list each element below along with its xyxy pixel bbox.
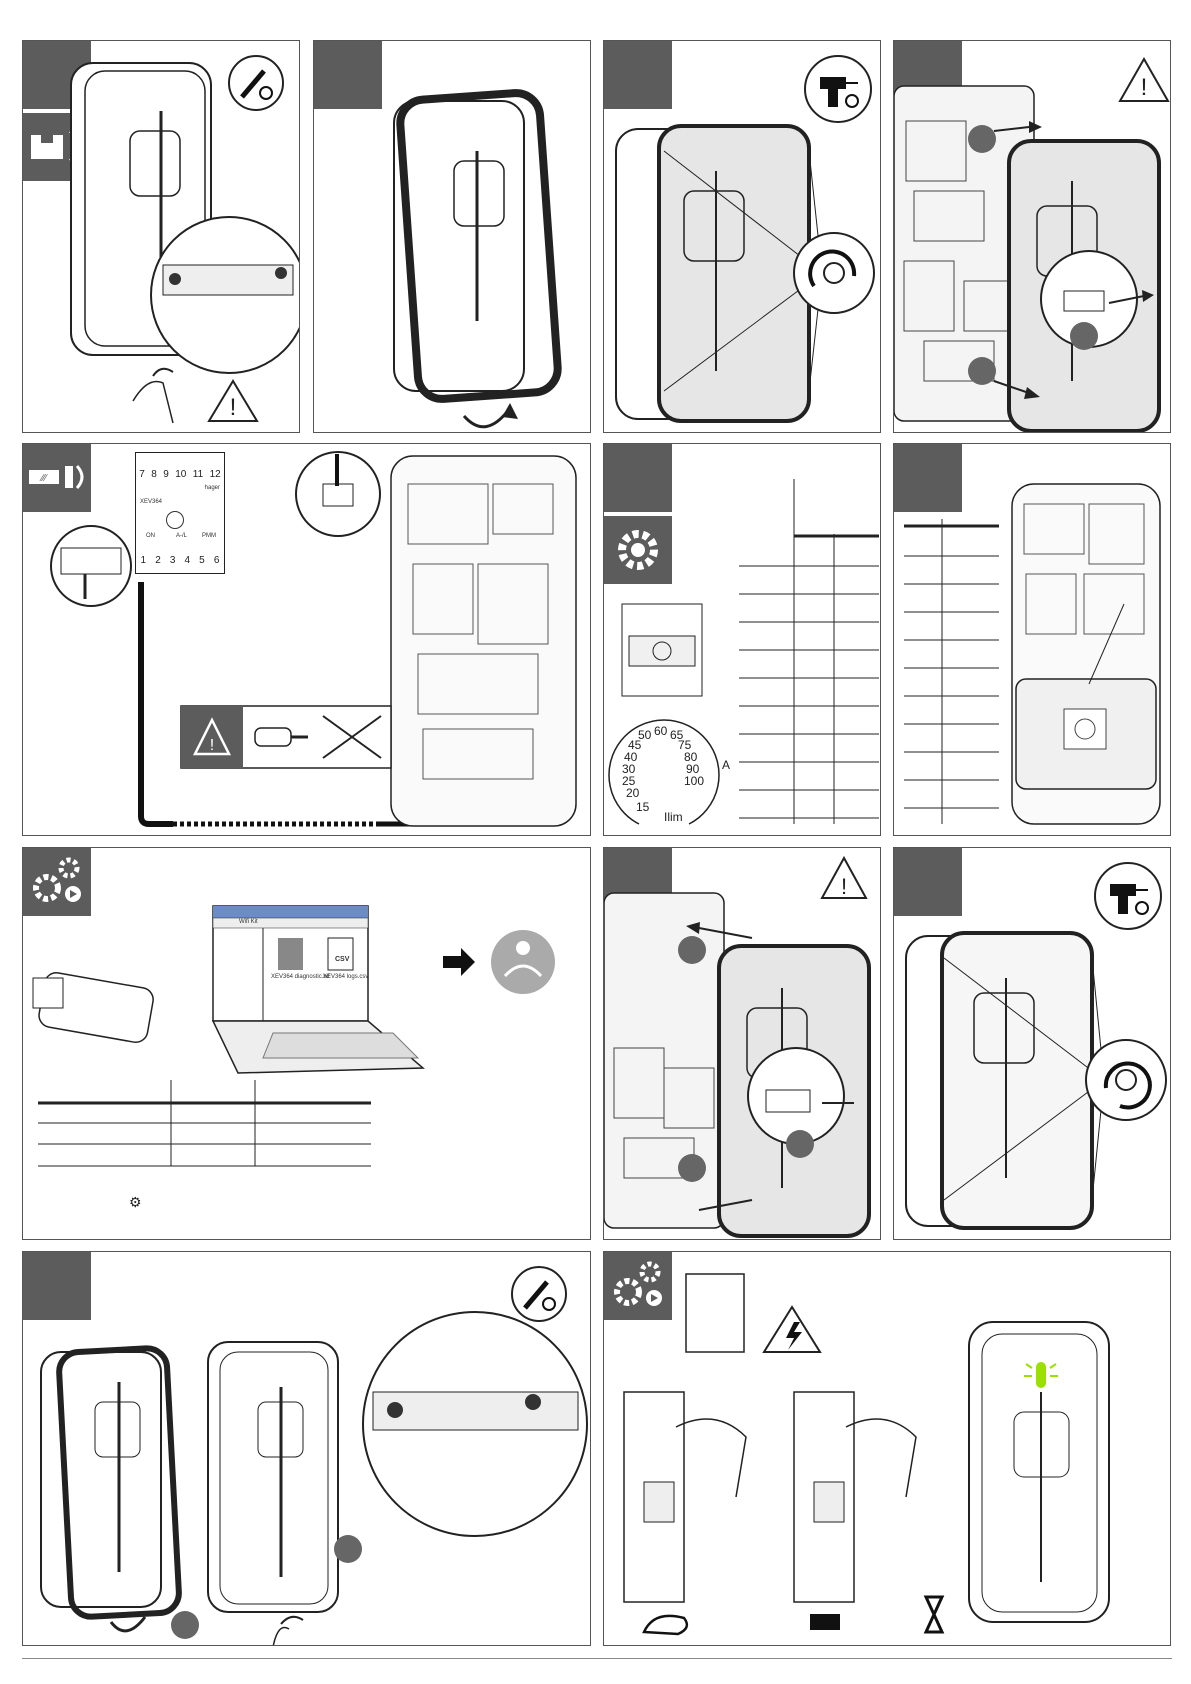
file-logs-label: XEV364 logs.csv <box>323 974 368 980</box>
svg-text:!: ! <box>230 394 237 421</box>
cover-disconnect-drawing: ! <box>894 41 1171 433</box>
screwdriver-icon <box>511 1266 567 1322</box>
step-panel-2 <box>313 40 591 433</box>
step-panel-10 <box>893 847 1171 1240</box>
cover-close-screw-drawing <box>23 1252 591 1646</box>
screwdriver-icon <box>228 55 284 111</box>
step-panel-12-power-on <box>603 1251 1171 1646</box>
drill-icon <box>804 55 872 123</box>
page-bottom-rule <box>22 1658 1172 1659</box>
step-panel-9: ! <box>603 847 881 1240</box>
laptop-usb-drawing <box>23 848 591 1240</box>
ilim-dial: 15 20 25 30 40 45 50 60 65 75 80 90 100 … <box>604 714 739 836</box>
cover-lift-drawing <box>314 41 591 433</box>
window-header: Wifi Kit <box>239 919 258 925</box>
svg-text:!: ! <box>1141 74 1148 101</box>
wiring-drawing: ! <box>23 444 591 836</box>
board-switch-drawing <box>894 444 1171 836</box>
dial-unit: A <box>722 758 730 772</box>
step-panel-3 <box>603 40 881 433</box>
step-panel-6-settings: 15 20 25 30 40 45 50 60 65 75 80 90 100 … <box>603 443 881 836</box>
drill-icon <box>1094 862 1162 930</box>
cover-reconnect-drawing: ! <box>604 848 881 1240</box>
step-panel-4: ! <box>893 40 1171 433</box>
svg-text:!: ! <box>210 737 214 754</box>
dial-label: Ilim <box>664 810 683 824</box>
power-on-drawing <box>604 1252 1171 1646</box>
step-panel-7 <box>893 443 1171 836</box>
step-panel-11 <box>22 1251 591 1646</box>
csv-icon-label: CSV <box>335 956 349 963</box>
step-panel-8-diagnostic: Wifi Kit XEV364 diagnostic.txt XEV364 lo… <box>22 847 591 1240</box>
step-panel-1: ! <box>22 40 300 433</box>
svg-text:!: ! <box>841 874 847 899</box>
gear-hand-icon: ⚙ <box>129 1194 142 1211</box>
file-diagnostic-label: XEV364 diagnostic.txt <box>271 974 330 980</box>
